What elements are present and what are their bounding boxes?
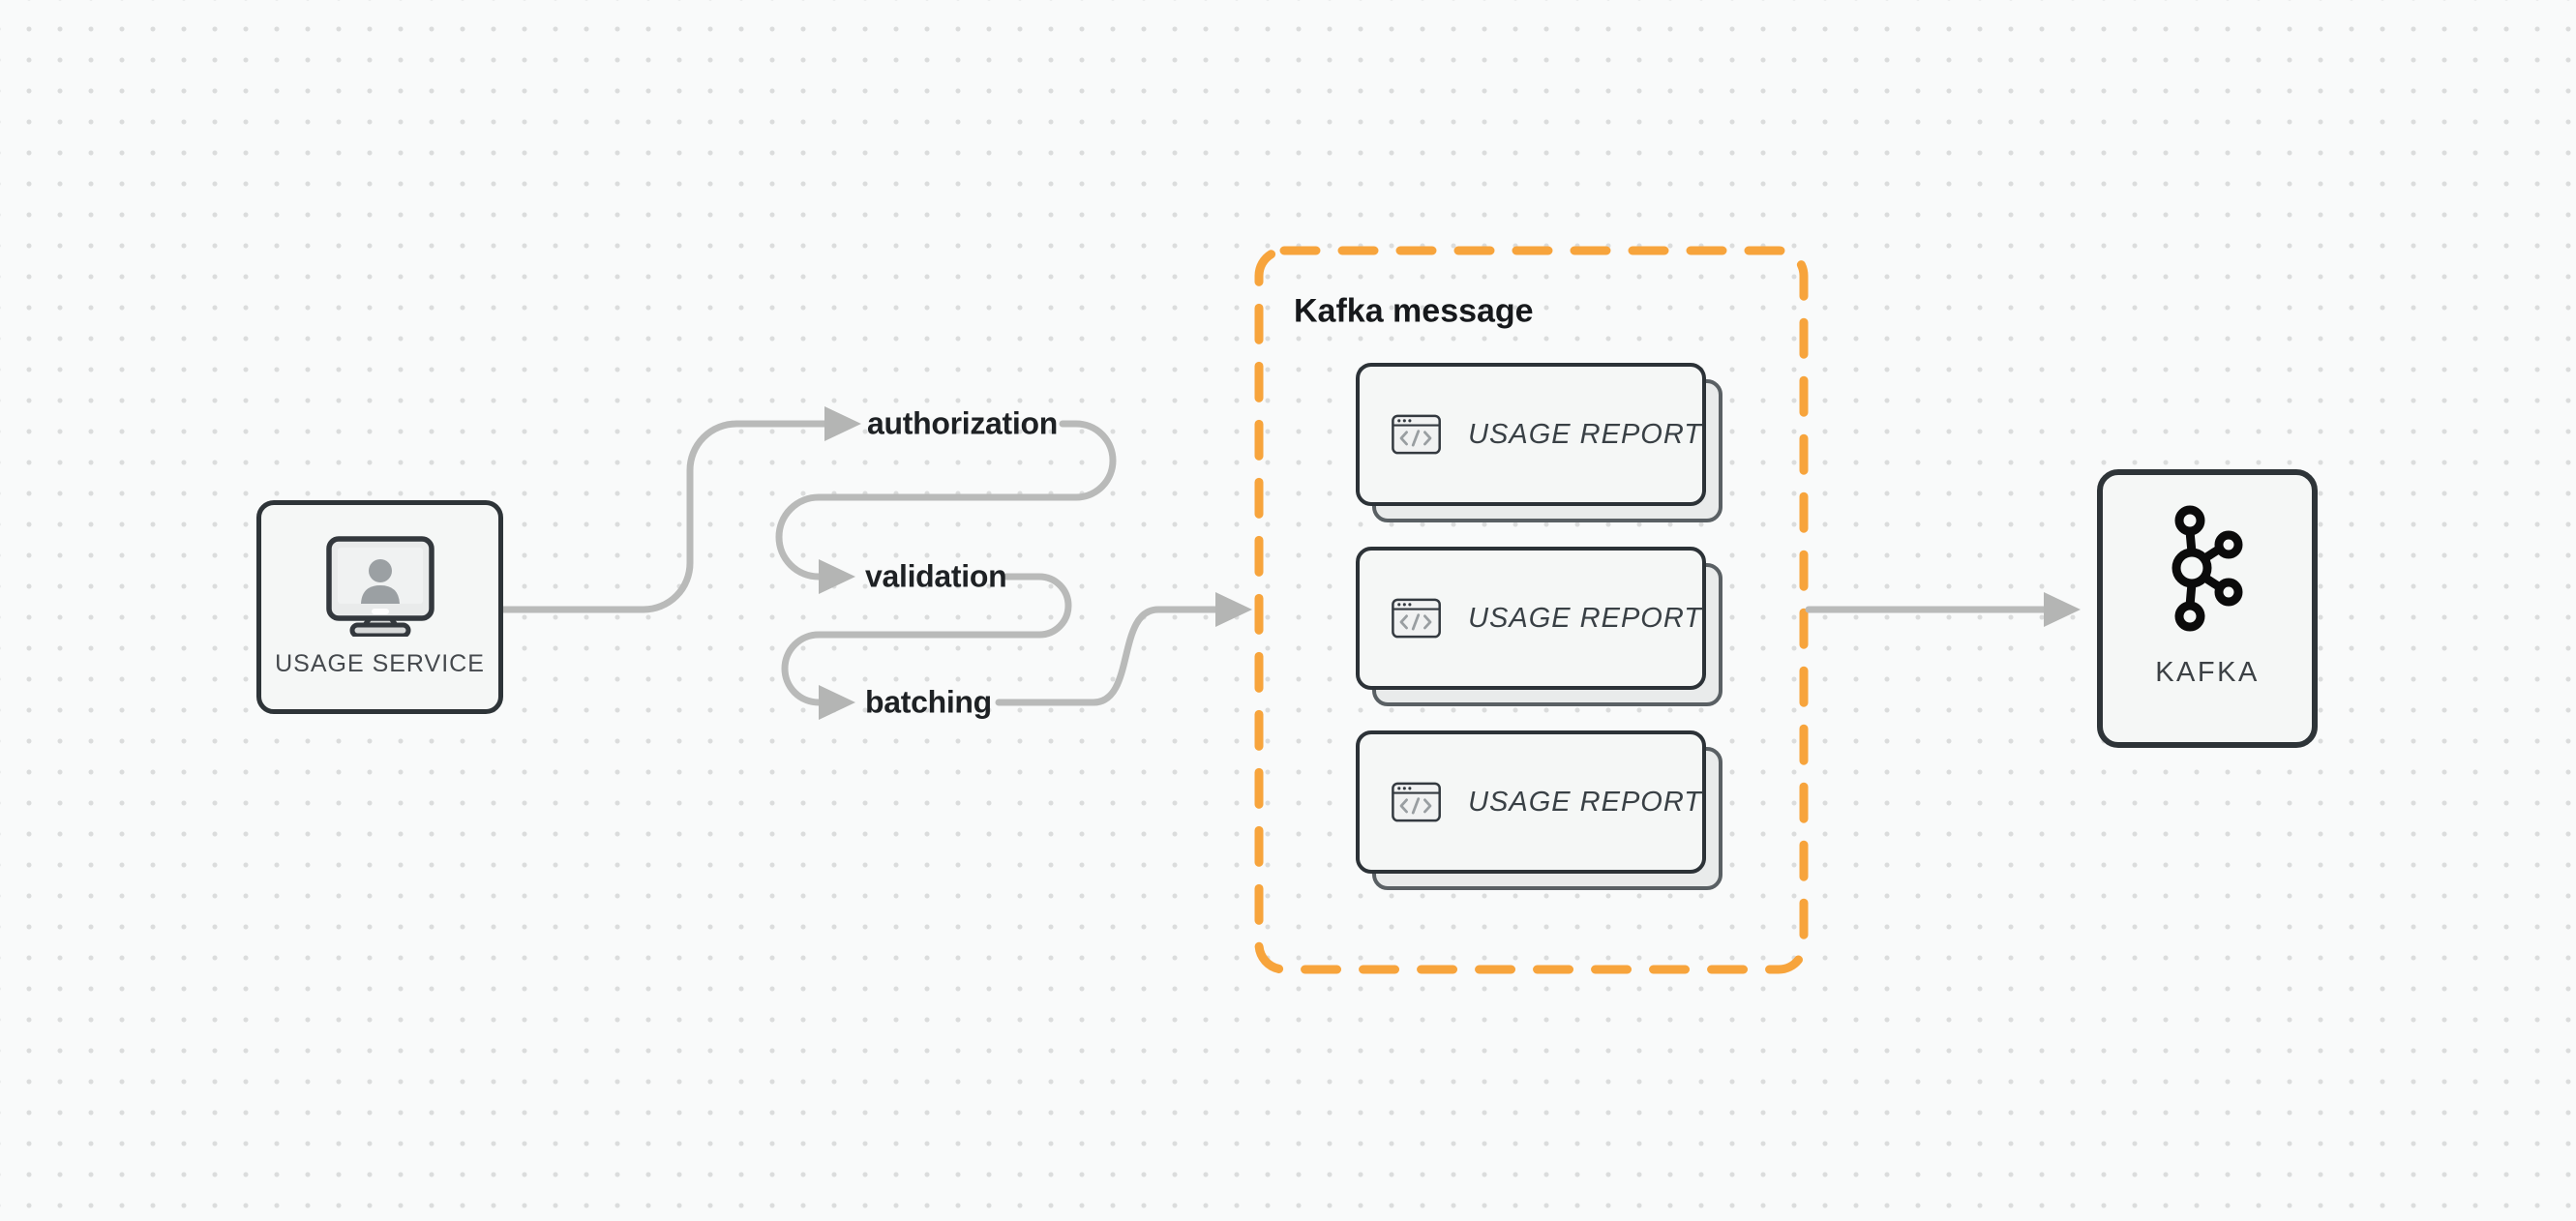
arrowhead-authorization — [824, 406, 861, 441]
usage-report-label: USAGE REPORT — [1468, 786, 1702, 818]
monitor-user-icon — [325, 536, 434, 637]
arrowhead-validation — [819, 559, 855, 594]
code-window-icon — [1392, 414, 1441, 455]
arrowhead-kafka-message — [1215, 592, 1252, 627]
kafka-message-group-border — [1254, 246, 1809, 974]
arrowhead-kafka — [2044, 592, 2081, 627]
usage-report-card: USAGE REPORT — [1356, 730, 1722, 890]
connector-validation-to-batching — [781, 573, 1072, 706]
kafka-message-title: Kafka message — [1294, 292, 1534, 330]
usage-service-label: USAGE SERVICE — [275, 650, 485, 677]
flow-step-authorization: authorization — [867, 405, 1058, 441]
code-window-icon — [1392, 598, 1441, 639]
code-window-icon — [1392, 782, 1441, 822]
arrowhead-batching — [819, 685, 855, 720]
kafka-node: KAFKA — [2097, 469, 2318, 748]
connector-usage-to-authorization — [499, 420, 828, 613]
kafka-logo-icon — [2172, 505, 2243, 632]
usage-report-label: USAGE REPORT — [1468, 602, 1702, 634]
kafka-label: KAFKA — [2155, 657, 2260, 688]
usage-report-card: USAGE REPORT — [1356, 363, 1722, 522]
connector-authorization-to-validation — [775, 420, 1117, 581]
usage-report-card: USAGE REPORT — [1356, 547, 1722, 706]
usage-report-label: USAGE REPORT — [1468, 418, 1702, 450]
connector-batching-to-kafka-message — [995, 606, 1219, 706]
flow-step-batching: batching — [865, 684, 992, 720]
flow-step-validation: validation — [865, 558, 1007, 594]
usage-service-node: USAGE SERVICE — [256, 500, 503, 714]
